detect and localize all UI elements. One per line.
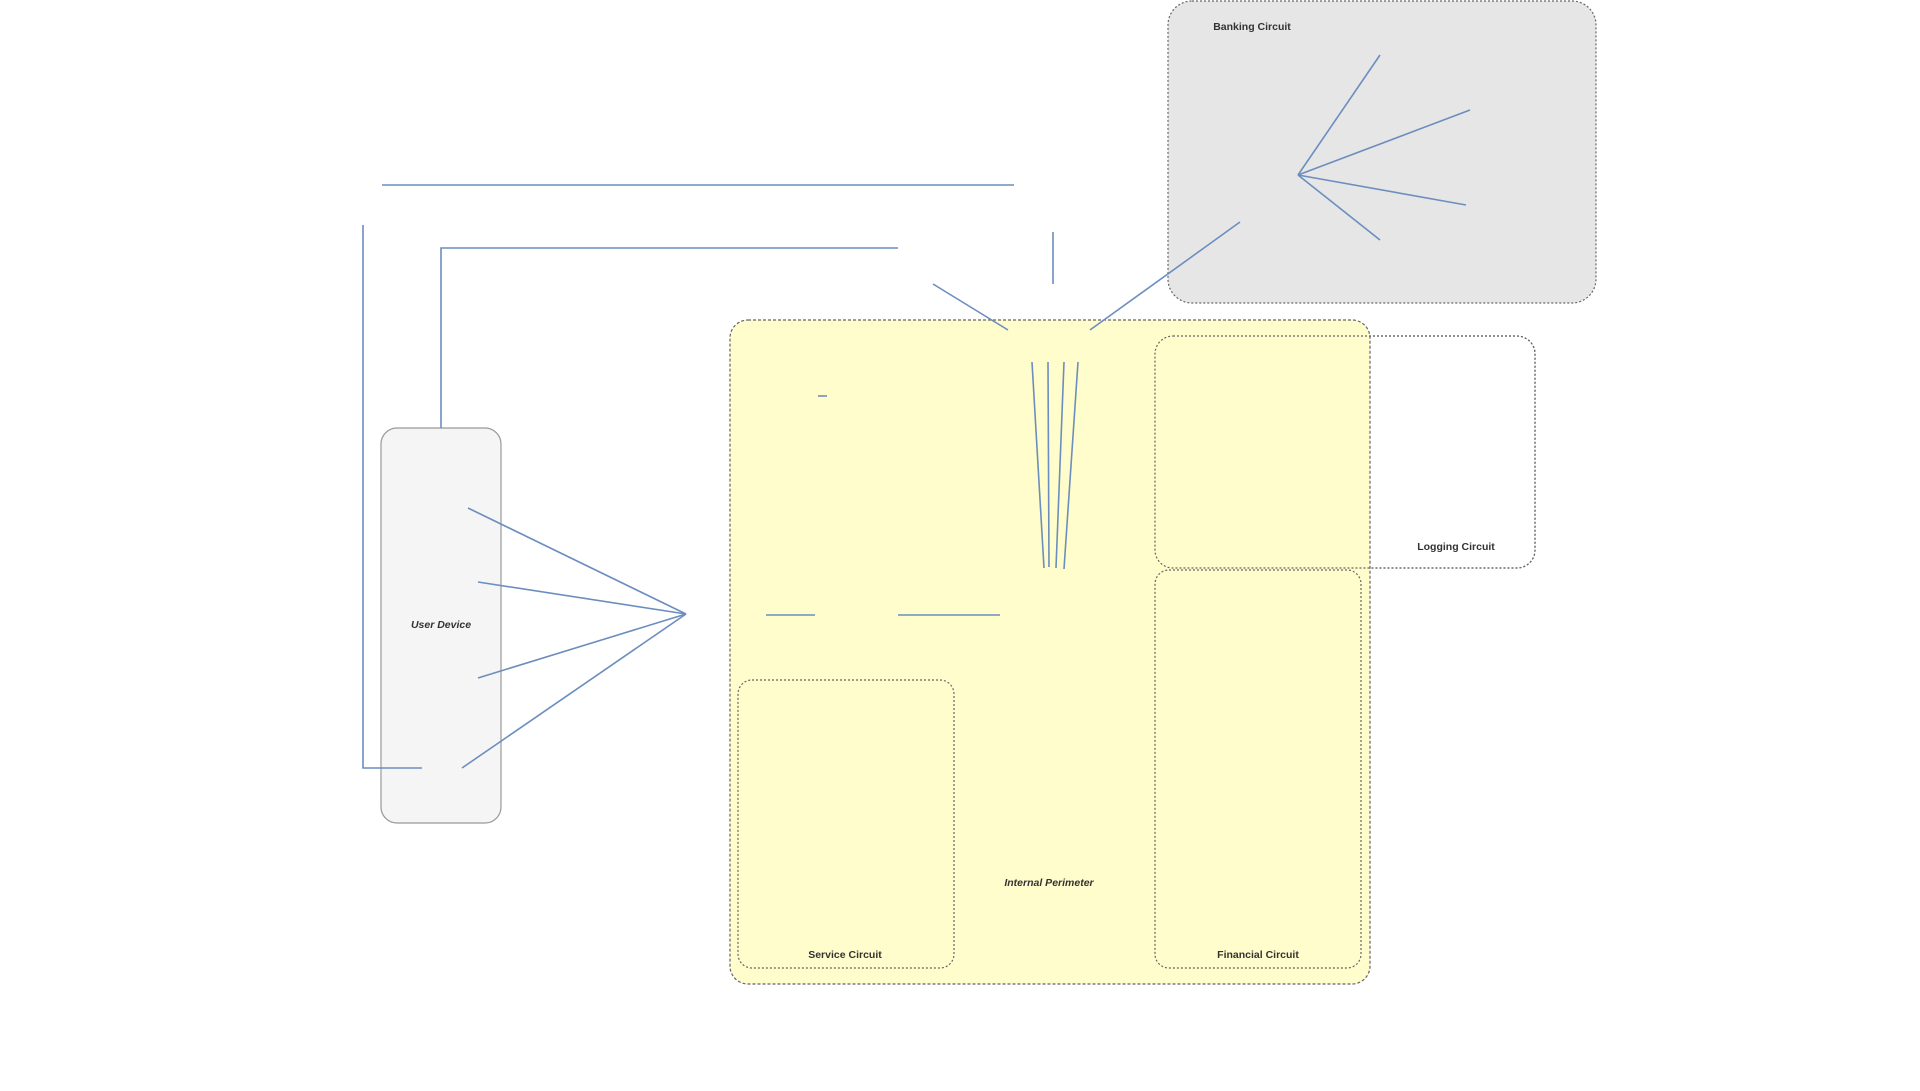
logging-circuit-border [1154, 335, 1536, 569]
user-device-label: User Device [411, 619, 471, 631]
service-circuit-group: Service Circuit [737, 679, 955, 969]
edge-gateway-bus [1031, 361, 1079, 570]
edge-banking-bank-b [1297, 109, 1471, 176]
banking-circuit-group: Banking Circuit [1167, 0, 1597, 304]
user-device-group: User Device [380, 427, 502, 824]
service-circuit-label: Service Circuit [808, 949, 882, 961]
edge-banking-bank-a [1297, 54, 1381, 176]
edge-desktop-cgw [467, 507, 687, 615]
logging-circuit-label: Logging Circuit [1417, 541, 1495, 553]
edge-laptop-cgw [477, 581, 687, 615]
edge-phone-cgw [461, 613, 687, 769]
edge-tablet-cgw [477, 613, 687, 679]
edge-email-gateway [932, 283, 1009, 331]
edge-banking-bank-c [1297, 174, 1467, 206]
edge-tower-phone [362, 225, 422, 769]
edge-gateway-banking [1089, 221, 1241, 331]
edge-user-email [440, 247, 898, 428]
edge-banking-bank-x [1297, 174, 1381, 241]
internal-perimeter-group: Internal Perimeter [729, 319, 1371, 985]
financial-circuit-label: Financial Circuit [1217, 949, 1299, 961]
banking-circuit-label: Banking Circuit [1213, 21, 1291, 33]
financial-circuit-group: Financial Circuit [1154, 569, 1362, 969]
connections [362, 54, 1471, 769]
internal-perimeter-label: Internal Perimeter [1004, 877, 1094, 889]
